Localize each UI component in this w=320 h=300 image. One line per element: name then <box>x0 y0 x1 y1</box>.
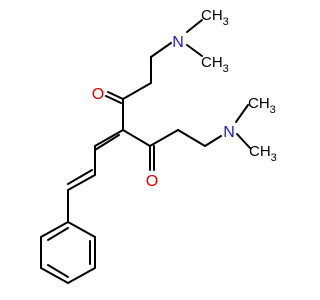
bond-center-carbonyl-bot <box>122 129 151 147</box>
bond-n-top-methyl-right <box>186 44 203 57</box>
right-amine-methyl-right-label: CH3 <box>249 143 277 164</box>
bond-group <box>40 19 251 284</box>
top-amine-methyl-right-label: CH3 <box>201 54 229 75</box>
right-amine-methyl-up-label: CH3 <box>248 95 276 116</box>
bond-n-right-methyl-right <box>236 133 251 149</box>
molecule-structure-diagram: N CH3 CH3 O O N CH3 CH3 <box>40 7 277 284</box>
bond-n-right-methyl-up <box>235 104 249 123</box>
top-amine-methyl-up-label: CH3 <box>201 7 229 28</box>
bond-carbonyl-bot-ch2 <box>149 129 179 147</box>
bond-ring-3 <box>67 267 96 284</box>
bond-ring-inner-c <box>47 227 69 241</box>
bond-carbonyl-top-o-b <box>105 95 122 104</box>
bond-n-top-ch2 <box>150 42 172 58</box>
bond-carbonyl-top-o-a <box>107 91 124 100</box>
bond-ch2-n-right <box>204 135 222 147</box>
bond-vinyl-double-b <box>67 169 93 185</box>
bond-ring-inner-b <box>47 264 69 278</box>
bond-ch2-carbonyl-top <box>122 82 152 100</box>
bond-vinyl-double-a <box>67 174 96 191</box>
right-amine-nitrogen-label: N <box>223 124 235 141</box>
bond-ch2-ch2-right <box>177 129 206 147</box>
top-carbonyl-oxygen-label: O <box>92 86 104 103</box>
bond-ring-6 <box>40 221 69 238</box>
bond-ring-1 <box>67 221 96 238</box>
bond-ring-4 <box>40 267 69 284</box>
bottom-carbonyl-oxygen-label: O <box>146 173 158 190</box>
top-amine-nitrogen-label: N <box>172 34 184 51</box>
bond-center-vinyl-b <box>94 134 120 151</box>
bond-center-vinyl-a <box>94 129 124 147</box>
bond-n-top-methyl-up <box>186 19 203 33</box>
